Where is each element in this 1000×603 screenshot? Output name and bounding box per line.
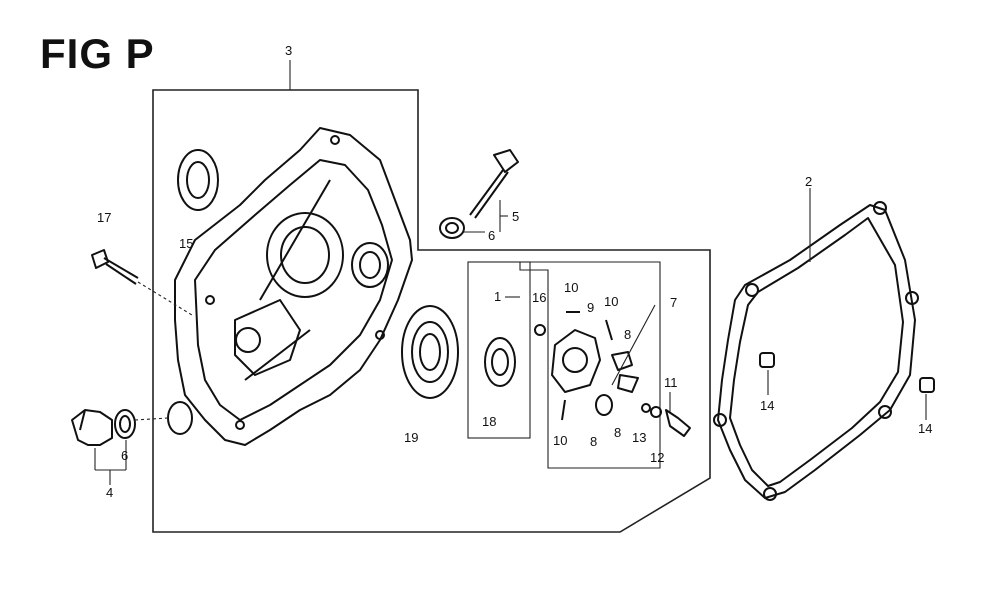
oil-level-plug-5: [439, 149, 519, 239]
bearing-18: [484, 337, 516, 387]
callout-1: 1: [494, 289, 501, 304]
figure-title: FIG P: [40, 30, 155, 77]
callout-11: 11: [664, 375, 678, 390]
callout-10c: 10: [553, 433, 567, 448]
callout-6a: 6: [488, 228, 495, 243]
leader-4-6: [134, 417, 169, 421]
group-7-box: [519, 261, 661, 469]
callout-7: 7: [670, 295, 677, 310]
leader-7: [611, 304, 656, 386]
callout-8c: 8: [614, 425, 621, 440]
callout-16: 16: [532, 290, 546, 305]
callout-5: 5: [512, 209, 519, 224]
oil-seal-15: [177, 149, 219, 211]
flange-bolt-17: [91, 249, 139, 285]
callout-4: 4: [106, 485, 113, 500]
crankcase-cover: [174, 127, 413, 446]
group-1-box: [467, 261, 531, 439]
dowel-pins-14: [759, 352, 935, 393]
callout-8a: 8: [624, 327, 631, 342]
callout-19: 19: [404, 430, 418, 445]
callout-17: 17: [97, 210, 111, 225]
callout-13: 13: [632, 430, 646, 445]
callout-6b: 6: [121, 448, 128, 463]
callout-15: 15: [179, 236, 193, 251]
callout-18: 18: [482, 414, 496, 429]
callout-14b: 14: [918, 421, 932, 436]
callout-14a: 14: [760, 398, 774, 413]
callout-2: 2: [805, 174, 812, 189]
callout-3: 3: [285, 43, 292, 58]
callout-9: 9: [587, 300, 594, 315]
callout-8b: 8: [590, 434, 597, 449]
ball-bearing-19: [401, 305, 459, 399]
callout-10b: 10: [604, 294, 618, 309]
callout-12: 12: [650, 450, 664, 465]
callout-10a: 10: [564, 280, 578, 295]
group-3-frame: [152, 89, 711, 533]
oil-pump-parts: [534, 311, 691, 437]
gasket-2: [713, 201, 919, 501]
oil-filler-cap-4: [71, 401, 193, 446]
leader-17: [137, 281, 193, 316]
